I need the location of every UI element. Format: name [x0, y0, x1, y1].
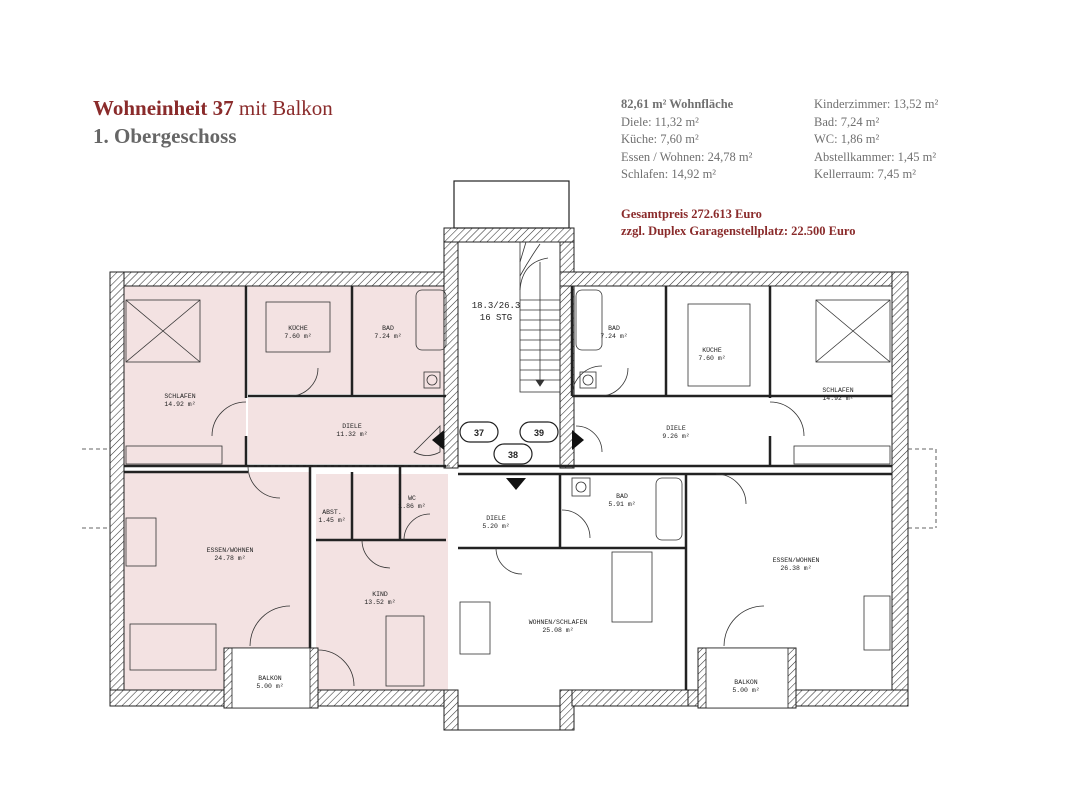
- area-item: Kinderzimmer: 13,52 m²: [814, 97, 939, 111]
- room-area: 14.92 m²: [164, 401, 195, 408]
- top-bay: [453, 180, 570, 229]
- unit-title-suffix: mit Balkon: [233, 96, 333, 120]
- page-title: Wohneinheit 37 mit Balkon: [93, 94, 333, 122]
- area-item: WC: 1,86 m²: [814, 132, 880, 146]
- room-area: 14.92 m²: [822, 395, 853, 402]
- room-area: 7.24 m²: [374, 333, 401, 340]
- price-block: Gesamtpreis 272.613 Euro zzgl. Duplex Ga…: [621, 206, 855, 240]
- room-name: ESSEN/WOHNEN: [773, 557, 820, 564]
- room-name: BALKON: [734, 679, 758, 686]
- room-name: SCHLAFEN: [822, 387, 853, 394]
- room-area: 25.08 m²: [542, 627, 573, 634]
- room-name: DIELE: [486, 515, 506, 522]
- exterior-walls: [109, 227, 909, 731]
- floor-subtitle: 1. Obergeschoss: [93, 124, 237, 148]
- room-area: 11.32 m²: [336, 431, 367, 438]
- area-item: Küche: 7,60 m²: [621, 132, 699, 146]
- room-area: 1.45 m²: [318, 517, 345, 524]
- room-area: 5.00 m²: [256, 683, 283, 690]
- area-item: Essen / Wohnen: 24,78 m²: [621, 149, 753, 164]
- unit-number-badge: 38: [508, 450, 518, 460]
- room-area: 26.38 m²: [780, 565, 811, 572]
- room-area: 5.91 m²: [608, 501, 635, 508]
- room-name: KÜCHE: [288, 324, 308, 332]
- room-name: BALKON: [258, 675, 282, 682]
- total-price: Gesamtpreis 272.613 Euro: [621, 207, 762, 221]
- unit-number-badge: 37: [474, 428, 484, 438]
- room-name: DIELE: [342, 423, 362, 430]
- room-area: 9.26 m²: [662, 433, 689, 440]
- room-name: SCHLAFEN: [164, 393, 195, 400]
- room-name: BAD: [382, 325, 394, 332]
- area-item: Diele: 11,32 m²: [621, 114, 699, 129]
- area-item: Schlafen: 14,92 m²: [621, 167, 717, 181]
- room-area: 13.52 m²: [364, 599, 395, 606]
- unit-number-badge: 39: [534, 428, 544, 438]
- garage-price: zzgl. Duplex Garagenstellplatz: 22.500 E…: [621, 224, 856, 238]
- bottom-bay: [457, 705, 561, 731]
- stair-label: 18.3/26.3: [472, 301, 521, 311]
- room-name: WC: [408, 495, 416, 502]
- area-item: Bad: 7,24 m²: [814, 114, 880, 129]
- stair-label: 16 STG: [480, 313, 512, 323]
- landing-dash: [82, 448, 937, 529]
- area-item: Kellerraum: 7,45 m²: [814, 167, 916, 181]
- title-block: Wohneinheit 37 mit Balkon 1. Obergeschos…: [93, 94, 333, 150]
- furniture: [125, 289, 891, 687]
- interior-walls: [124, 286, 892, 690]
- room-area: 7.60 m²: [284, 333, 311, 340]
- area-list-right: Kinderzimmer: 13,52 m² Bad: 7,24 m² WC: …: [814, 96, 938, 184]
- area-item: Abstellkammer: 1,45 m²: [814, 149, 937, 164]
- total-area: 82,61 m² Wohnfläche: [621, 97, 734, 111]
- room-area: 7.24 m²: [600, 333, 627, 340]
- entry-markers: [413, 421, 603, 490]
- room-name: WOHNEN/SCHLAFEN: [529, 619, 588, 626]
- unit-37-highlight: [124, 286, 450, 690]
- room-name: BAD: [608, 325, 620, 332]
- staircase: [519, 241, 561, 393]
- balconies: [223, 647, 797, 709]
- room-area: 24.78 m²: [214, 555, 245, 562]
- unit-title: Wohneinheit 37: [93, 96, 234, 120]
- area-list-left: 82,61 m² Wohnfläche Diele: 11,32 m² Küch…: [621, 96, 752, 184]
- room-area: 7.60 m²: [698, 355, 725, 362]
- room-area: 5.20 m²: [482, 523, 509, 530]
- room-area: 1.86 m²: [398, 503, 425, 510]
- room-name: ESSEN/WOHNEN: [207, 547, 254, 554]
- room-name: KÜCHE: [702, 346, 722, 354]
- room-name: KIND: [372, 591, 388, 598]
- room-name: BAD: [616, 493, 628, 500]
- room-name: DIELE: [666, 425, 686, 432]
- room-name: ABST.: [322, 509, 342, 516]
- door-swings: [211, 365, 805, 687]
- room-area: 5.00 m²: [732, 687, 759, 694]
